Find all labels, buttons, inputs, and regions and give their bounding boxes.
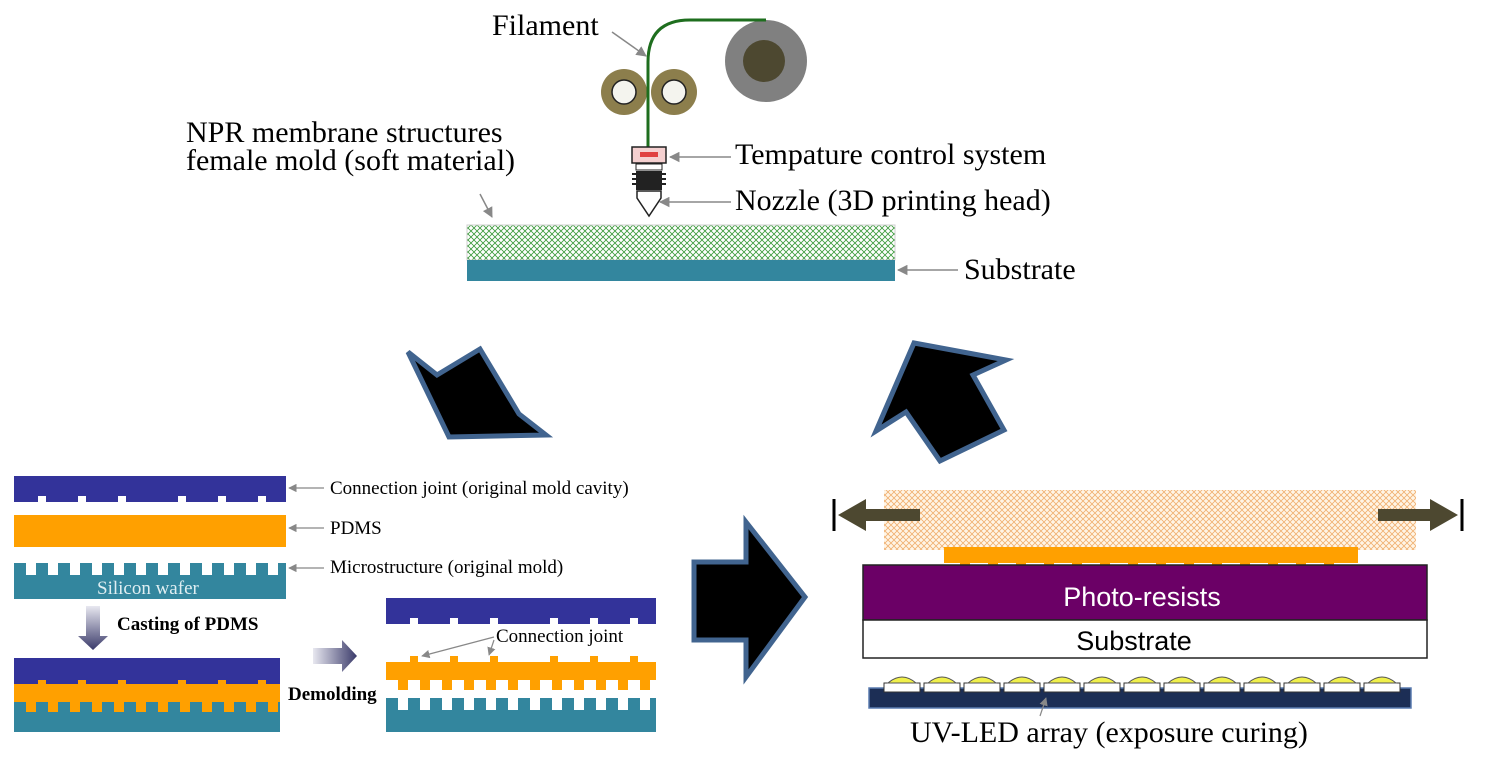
temperature-label: Tempature control system xyxy=(735,138,1046,171)
led-dome xyxy=(1163,676,1201,693)
demolded-stack xyxy=(386,598,656,732)
printing-substrate xyxy=(467,260,895,281)
demolding-arrow xyxy=(313,640,357,672)
feed-rollers xyxy=(601,69,697,115)
led-dome xyxy=(1083,676,1121,693)
photoresist-label: Photo-resists xyxy=(1063,582,1221,612)
led-dome xyxy=(1123,676,1161,693)
led-dome xyxy=(1003,676,1041,693)
led-dome xyxy=(1203,676,1241,693)
connection-cavity-label: Connection joint (original mold cavity) xyxy=(330,478,629,499)
connection-joint-label: Connection joint xyxy=(496,626,624,647)
filament-label: Filament xyxy=(492,9,599,42)
cavity-mold-top xyxy=(14,476,286,502)
led-dome xyxy=(963,676,1001,693)
thread-block xyxy=(632,171,666,190)
photoresist-layer xyxy=(862,564,1428,621)
pdms-label: PDMS xyxy=(330,518,382,539)
led-dome xyxy=(1363,676,1401,693)
filament-spool xyxy=(725,20,807,102)
filament-line xyxy=(646,18,766,148)
stretch-arrow-left xyxy=(832,499,920,531)
substrate-label: Substrate xyxy=(964,253,1076,286)
wafer-label: Silicon wafer xyxy=(97,578,200,599)
stretch-arrow-right xyxy=(1378,499,1464,531)
uv-substrate-label: Substrate xyxy=(1076,626,1192,656)
led-dome xyxy=(1283,676,1321,693)
uv-led-array xyxy=(868,676,1412,709)
led-dome xyxy=(1243,676,1281,693)
silicon-wafer xyxy=(14,563,286,599)
stretched-membrane xyxy=(884,490,1416,550)
nozzle-tip xyxy=(636,190,662,218)
uv-section: Photo-resists Substrate UV-LED array (ex… xyxy=(832,490,1464,749)
led-dome xyxy=(883,676,921,693)
heater-block xyxy=(631,146,667,171)
arrow-right xyxy=(691,514,809,685)
uv-array-label: UV-LED array (exposure curing) xyxy=(910,716,1308,749)
nozzle-label: Nozzle (3D printing head) xyxy=(735,184,1051,217)
uv-substrate xyxy=(862,619,1428,659)
arrow-down-left xyxy=(405,345,554,440)
led-dome xyxy=(1323,676,1361,693)
printed-mold-layer xyxy=(466,224,896,261)
cast-stack xyxy=(14,658,280,732)
mold-label-line2: female mold (soft material) xyxy=(186,144,515,177)
printing-section: Filament Tempature control system Nozzle… xyxy=(186,9,1076,286)
led-dome xyxy=(923,676,961,693)
mold-label-line1: NPR membrane structures xyxy=(186,116,503,149)
led-dome xyxy=(1043,676,1081,693)
arrow-up-right xyxy=(870,340,1015,465)
pdms-layer xyxy=(14,515,286,547)
pdms-section: Silicon wafer Connection joint (original… xyxy=(14,476,656,732)
demolding-label: Demolding xyxy=(288,684,377,705)
casting-label: Casting of PDMS xyxy=(117,614,258,635)
casting-arrow xyxy=(78,606,108,650)
microstructure-label: Microstructure (original mold) xyxy=(330,557,563,578)
